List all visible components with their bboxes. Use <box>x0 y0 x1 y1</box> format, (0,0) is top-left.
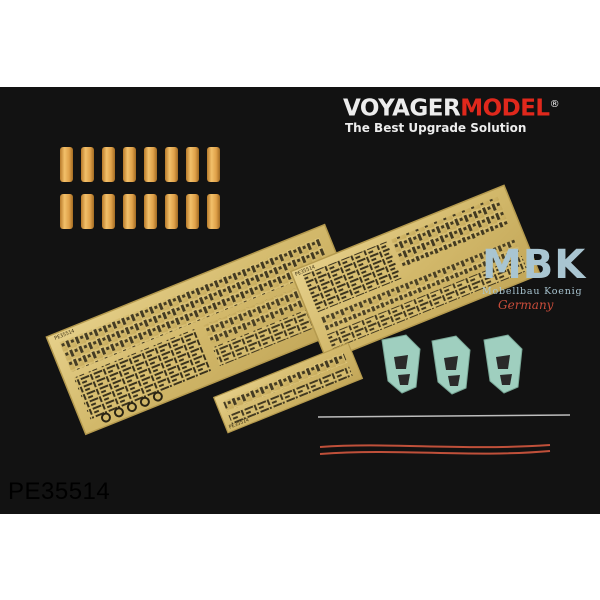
resin-cylinder <box>60 194 73 229</box>
resin-cylinder <box>123 194 136 229</box>
brand-name-left: VOYAGER <box>343 95 461 122</box>
resin-part-3 <box>483 334 523 394</box>
resin-cylinder <box>165 147 178 182</box>
resin-cylinder <box>102 194 115 229</box>
brand-tagline: The Best Upgrade Solution <box>345 120 527 135</box>
brand-logo: VOYAGERMODEL® The Best Upgrade Solution <box>343 93 583 135</box>
resin-cylinder <box>60 147 73 182</box>
copper-wire-2 <box>319 450 551 455</box>
resin-cylinder <box>81 147 94 182</box>
resin-cylinder <box>186 147 199 182</box>
steel-wire <box>317 414 571 418</box>
small-pe-fret: PE35514 <box>212 342 364 434</box>
resin-cylinders-row-2 <box>60 194 220 229</box>
mbk-watermark: MBK Mobellbau Koenig Germany <box>482 244 600 312</box>
resin-cylinder <box>207 147 220 182</box>
mbk-country: Germany <box>498 298 554 312</box>
resin-cylinder <box>207 194 220 229</box>
resin-cylinder <box>165 194 178 229</box>
mbk-subtitle: Mobellbau Koenig <box>482 286 583 297</box>
resin-cylinders-row-1 <box>60 147 220 182</box>
parts-illustration: PE35514 PE35514 PE35514 <box>45 147 571 455</box>
resin-cylinder <box>81 194 94 229</box>
registered-mark: ® <box>549 99 560 110</box>
resin-cylinder <box>144 147 157 182</box>
resin-part-2 <box>431 335 471 395</box>
brand-name: VOYAGERMODEL® <box>343 93 583 121</box>
brand-name-right: MODEL <box>460 95 550 122</box>
resin-cylinder <box>144 194 157 229</box>
resin-cylinder <box>186 194 199 229</box>
mbk-name: MBK <box>482 242 587 288</box>
upper-pe-fret: PE35514 <box>289 184 541 362</box>
product-code: PE35514 <box>8 478 111 505</box>
product-photo: PE35514 PE35514 PE35514 <box>0 87 600 514</box>
resin-cylinder <box>123 147 136 182</box>
resin-part-1 <box>381 334 421 394</box>
copper-wire-1 <box>319 444 551 449</box>
resin-cylinder <box>102 147 115 182</box>
